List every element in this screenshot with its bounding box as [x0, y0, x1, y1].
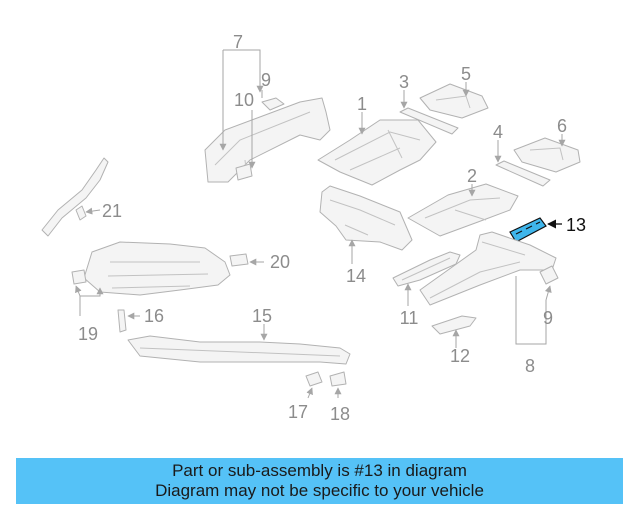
callout-5: 5 — [461, 64, 471, 84]
part-12-plate — [431, 315, 477, 335]
part-15-rocker-cover — [127, 335, 351, 365]
callout-16: 16 — [144, 306, 164, 326]
part-19-clip — [71, 269, 87, 285]
callout-4: 4 — [493, 122, 503, 142]
part-6-panel — [513, 137, 581, 173]
callout-labels: 7 9 10 1 3 5 4 6 2 13 21 20 14 11 9 8 12… — [78, 32, 586, 424]
part-7-rail — [204, 97, 331, 183]
callout-9-lower: 9 — [543, 308, 553, 328]
callout-6: 6 — [557, 116, 567, 136]
callout-11: 11 — [400, 308, 419, 328]
callout-21: 21 — [102, 201, 122, 221]
callout-18: 18 — [330, 404, 350, 424]
parts-diagram: 7 9 10 1 3 5 4 6 2 13 21 20 14 11 9 8 12… — [41, 32, 586, 424]
leader-lines — [75, 49, 566, 399]
callout-3: 3 — [399, 72, 409, 92]
part-3-strip — [399, 107, 459, 135]
callout-17: 17 — [288, 402, 308, 422]
callout-13: 13 — [566, 215, 586, 235]
part-21-bar — [41, 157, 109, 237]
part-11-rail — [392, 251, 461, 287]
callout-2: 2 — [467, 166, 477, 186]
part-5-panel — [419, 83, 489, 119]
callout-10: 10 — [234, 90, 254, 110]
part-1-floor-panel — [317, 119, 437, 186]
part-17-clip — [305, 371, 323, 387]
banner-line-2: Diagram may not be specific to your vehi… — [155, 481, 484, 500]
callout-20: 20 — [270, 252, 290, 272]
callout-7: 7 — [233, 32, 243, 52]
callout-14: 14 — [346, 266, 366, 286]
part-14-crossmember — [319, 185, 413, 251]
part-9-bracket-lower — [539, 265, 559, 285]
part-16-pin — [117, 309, 127, 333]
callout-1: 1 — [357, 94, 367, 114]
part-13-highlighted — [509, 217, 547, 243]
part-18-clip — [329, 371, 347, 387]
callout-8: 8 — [525, 356, 535, 376]
callout-12: 12 — [450, 346, 470, 366]
callout-9-upper: 9 — [261, 70, 271, 90]
banner-line-1: Part or sub-assembly is #13 in diagram — [172, 461, 467, 480]
part-9-bracket-upper — [261, 97, 285, 111]
info-banner: Part or sub-assembly is #13 in diagram D… — [16, 458, 623, 504]
callout-19: 19 — [78, 324, 98, 344]
part-2-floor-panel — [407, 183, 519, 237]
part-20-undertray — [83, 241, 249, 296]
part-8-side-rail — [419, 231, 557, 306]
callout-15: 15 — [252, 306, 272, 326]
